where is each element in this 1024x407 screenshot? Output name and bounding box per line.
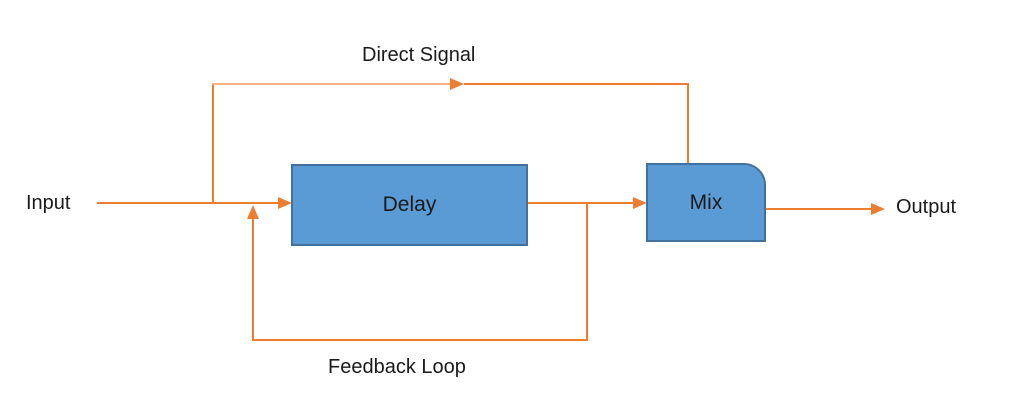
direct-signal-top-line-light [212,83,450,85]
mix-to-output-arrowhead [871,203,885,215]
input-to-delay-line [97,202,279,204]
mix-node: Mix [646,163,766,242]
feedback-branch-down-line [586,203,588,341]
delay-to-mix-arrowhead [633,197,647,209]
input-label: Input [26,192,71,214]
direct-signal-down-line [687,83,689,164]
delay-node: Delay [291,164,528,246]
input-to-delay-arrowhead [278,197,292,209]
mix-node-label: Mix [689,190,723,214]
delay-node-label: Delay [382,193,437,216]
mix-to-output-line [766,208,871,210]
feedback-bottom-line [252,339,588,341]
direct-signal-mid-arrowhead [450,78,464,90]
output-label: Output [896,196,957,218]
feedback-up-line [252,218,254,341]
direct-signal-label: Direct Signal [362,44,476,66]
feedback-arrowhead [247,205,259,219]
direct-signal-branch-up-line [212,83,214,204]
direct-signal-top-line [464,83,689,85]
delay-to-mix-line [528,202,633,204]
feedback-loop-label: Feedback Loop [328,356,466,378]
